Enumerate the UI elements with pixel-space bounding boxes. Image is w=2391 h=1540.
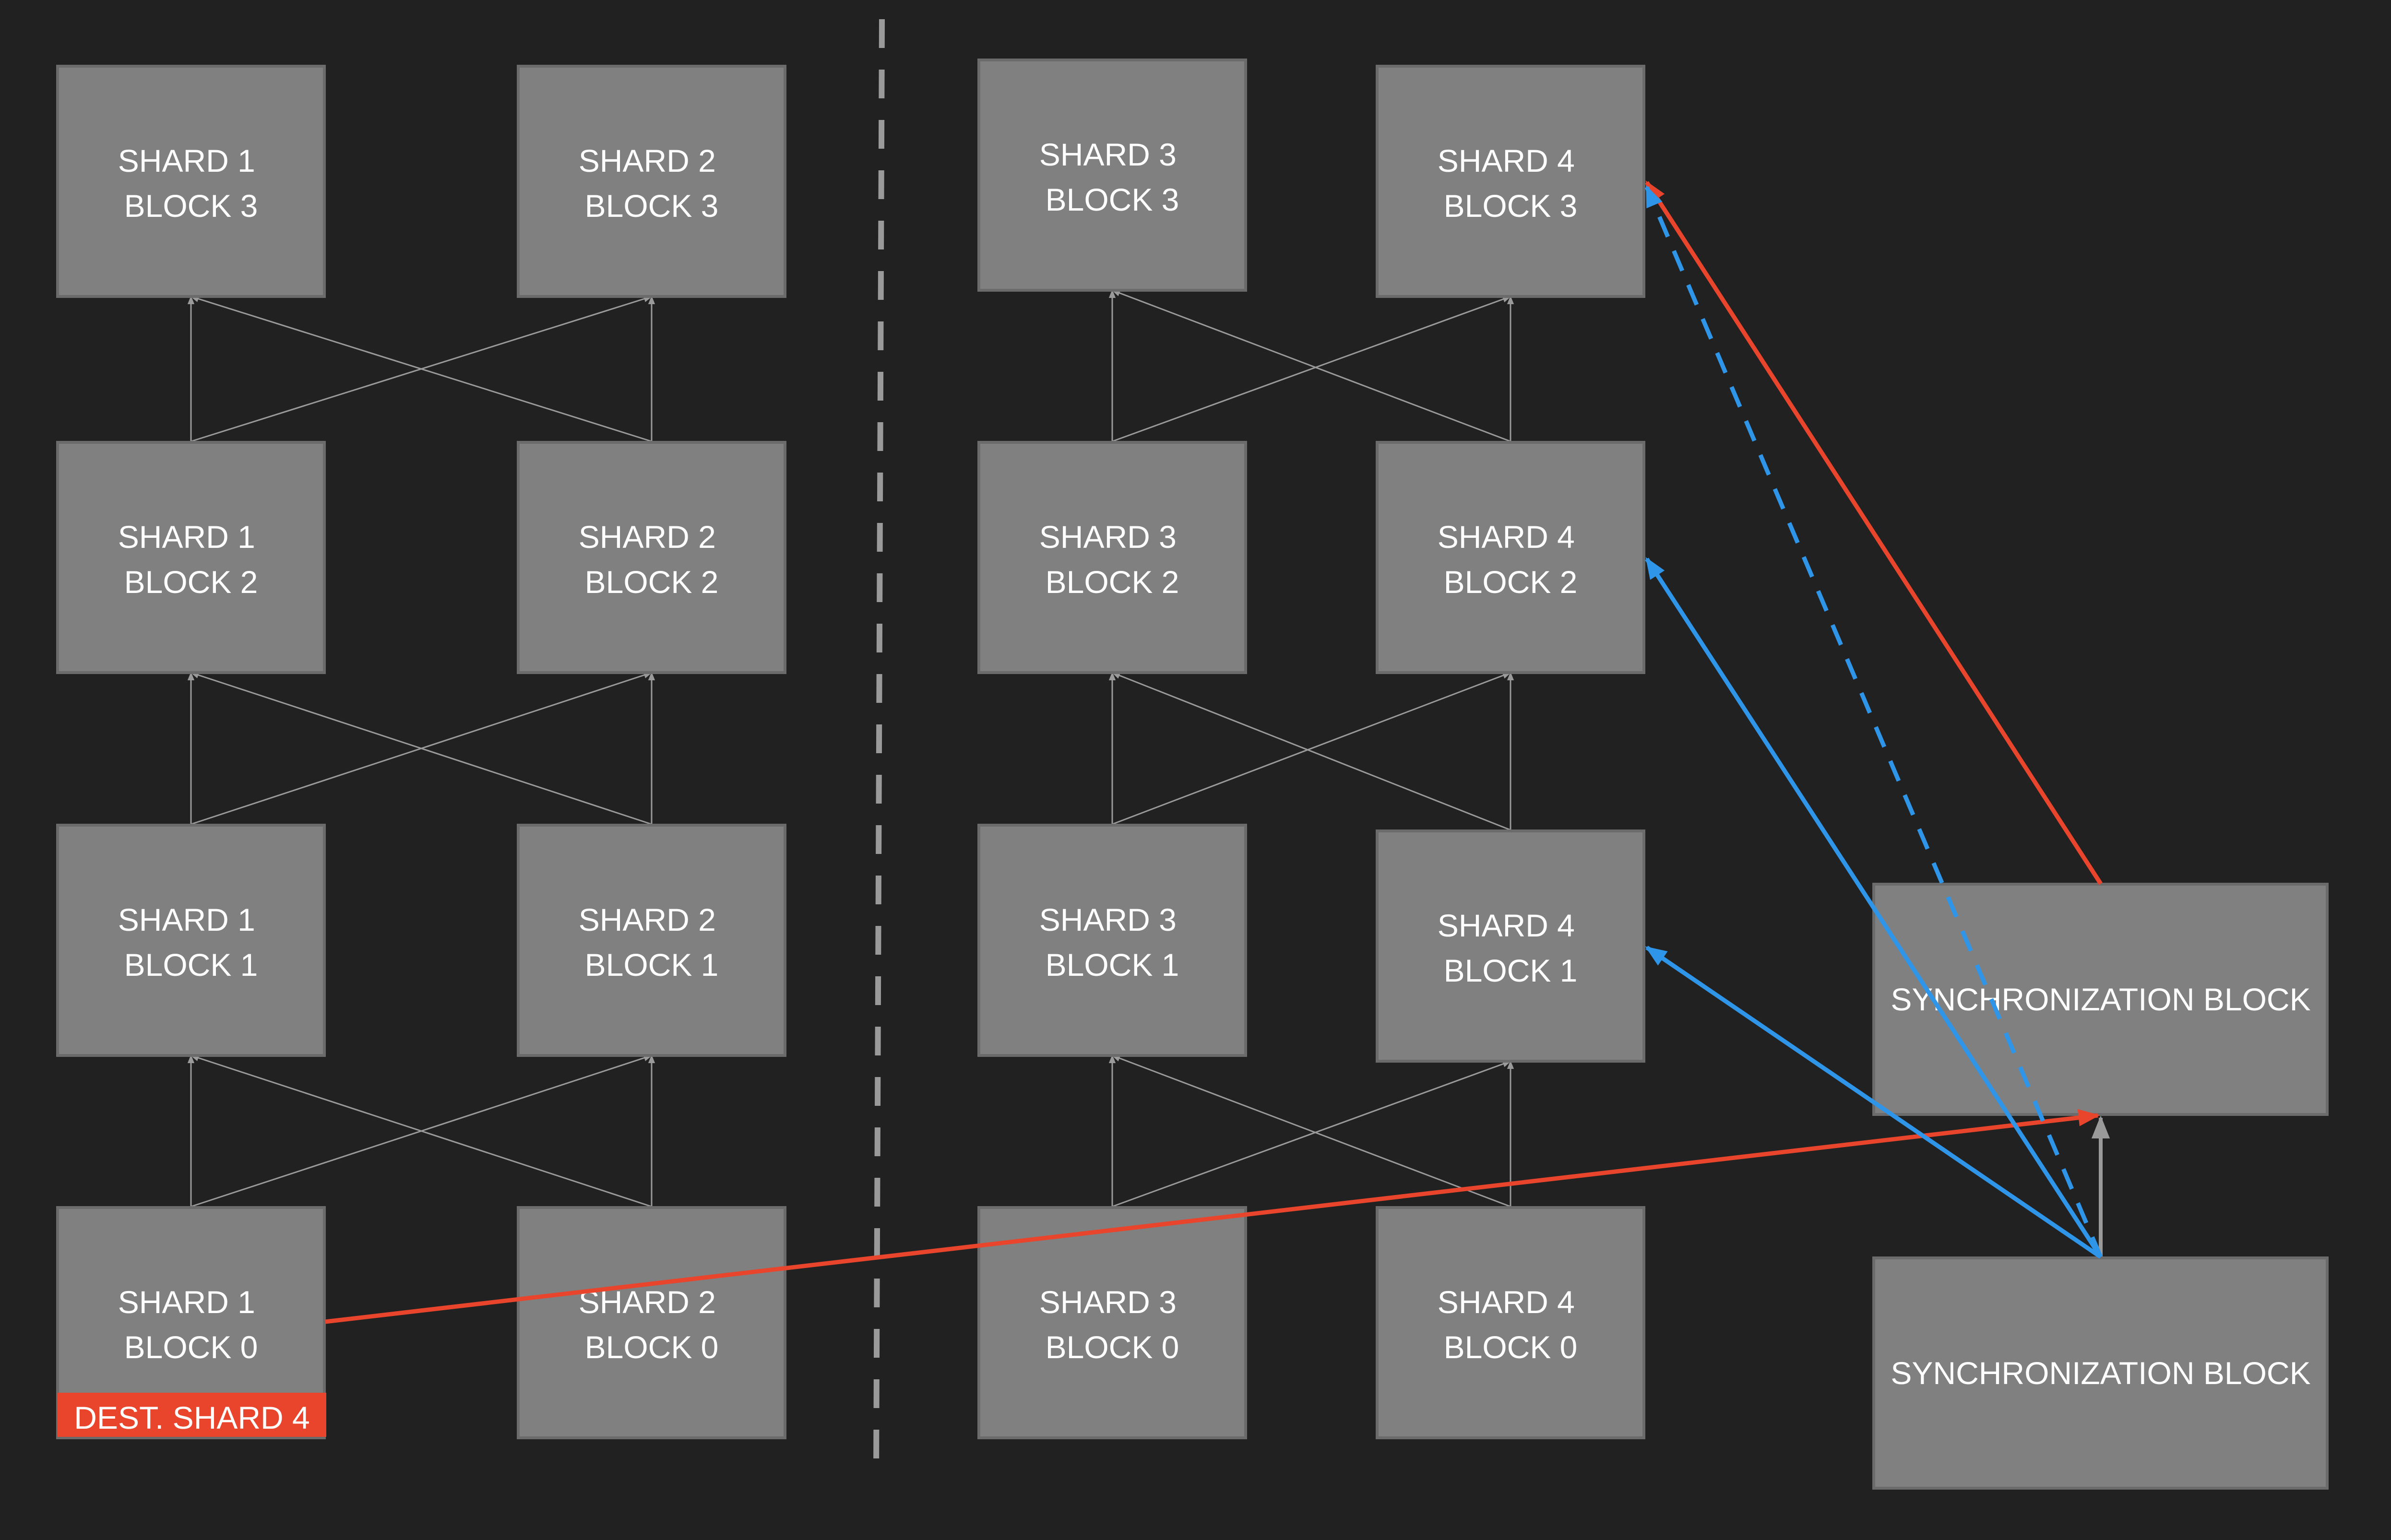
label-s3b0: SHARD 3 BLOCK 0 xyxy=(1039,1284,1185,1365)
block-s1b3 xyxy=(56,65,326,298)
label-s4b0-shard: SHARD 4 xyxy=(1438,1284,1575,1320)
label-s4b3-block: BLOCK 3 xyxy=(1444,188,1578,224)
label-s3b0-block: BLOCK 0 xyxy=(1046,1329,1179,1365)
block-s4b3 xyxy=(1376,65,1645,298)
label-s4b1-shard: SHARD 4 xyxy=(1438,908,1575,943)
block-s3b0 xyxy=(977,1206,1247,1439)
sync-block-upper xyxy=(1872,883,2329,1116)
block-s4b1 xyxy=(1376,829,1645,1063)
label-s3b1: SHARD 3 BLOCK 1 xyxy=(1039,902,1185,983)
block-links xyxy=(187,289,2110,1257)
label-s4b0: SHARD 4 BLOCK 0 xyxy=(1438,1284,1583,1365)
shard-group-divider xyxy=(873,19,885,1476)
arrow-sync-to-s4b3 xyxy=(1645,180,2103,885)
label-s1b2-shard: SHARD 1 xyxy=(118,519,255,555)
label-s4b2-block: BLOCK 2 xyxy=(1444,564,1578,600)
label-s2b0: SHARD 2 BLOCK 0 xyxy=(579,1284,725,1365)
label-sync-upper: SYNCHRONIZATION BLOCK xyxy=(1891,982,2310,1017)
link-s3b2-s4b3 xyxy=(1112,296,1511,442)
label-s2b0-block: BLOCK 0 xyxy=(585,1329,719,1365)
label-s3b1-block: BLOCK 1 xyxy=(1046,947,1179,983)
label-s3b3-shard: SHARD 3 xyxy=(1039,137,1177,172)
block-s2b0 xyxy=(517,1206,786,1439)
label-s1b3-shard: SHARD 1 xyxy=(118,143,255,178)
block-s4b0 xyxy=(1376,1206,1645,1439)
link-s3b1-s4b2 xyxy=(1112,672,1511,825)
label-s2b1-block: BLOCK 1 xyxy=(585,947,719,983)
block-s2b1 xyxy=(517,824,786,1057)
label-s4b2-shard: SHARD 4 xyxy=(1438,519,1575,555)
label-s1b2-block: BLOCK 2 xyxy=(124,564,258,600)
link-s4b1-s3b2 xyxy=(1111,672,1511,831)
link-s4b0-s3b1 xyxy=(1111,1054,1511,1208)
label-s1b0-block: BLOCK 0 xyxy=(124,1329,258,1365)
label-s2b1-shard: SHARD 2 xyxy=(579,902,716,937)
label-s3b2-shard: SHARD 3 xyxy=(1039,519,1177,555)
label-s4b0-block: BLOCK 0 xyxy=(1444,1329,1578,1365)
block-labels: SHARD 1 BLOCK 3 SHARD 2 BLOCK 3 SHARD 1 … xyxy=(118,137,2311,1391)
block-s1b1 xyxy=(56,824,326,1057)
label-s3b1-shard: SHARD 3 xyxy=(1039,902,1177,937)
block-s1b2 xyxy=(56,441,326,674)
label-s2b2: SHARD 2 BLOCK 2 xyxy=(579,519,725,600)
block-s2b2 xyxy=(517,441,786,674)
link-s2b2-s1b3 xyxy=(190,295,652,442)
shard-blocks xyxy=(56,59,2329,1490)
label-s2b3: SHARD 2 BLOCK 3 xyxy=(579,143,725,224)
label-s2b1: SHARD 2 BLOCK 1 xyxy=(579,902,725,983)
block-s3b2 xyxy=(977,441,1247,674)
label-sync-lower: SYNCHRONIZATION BLOCK xyxy=(1891,1355,2310,1391)
label-s1b3-block: BLOCK 3 xyxy=(124,188,258,224)
label-s4b2: SHARD 4 BLOCK 2 xyxy=(1438,519,1583,600)
arrow-cross-shard-to-sync xyxy=(325,1109,2100,1324)
label-s3b3-block: BLOCK 3 xyxy=(1046,182,1179,217)
label-s2b3-block: BLOCK 3 xyxy=(585,188,719,224)
arrow-sync-to-s4b2 xyxy=(1645,557,2103,1258)
label-s3b3: SHARD 3 BLOCK 3 xyxy=(1039,137,1185,217)
label-s1b0-shard: SHARD 1 xyxy=(118,1284,255,1320)
sync-arrows xyxy=(325,180,2103,1324)
link-s2b0-s1b1 xyxy=(190,1054,652,1208)
label-s4b1: SHARD 4 BLOCK 1 xyxy=(1438,908,1583,988)
label-s3b2: SHARD 3 BLOCK 2 xyxy=(1039,519,1185,600)
destination-tag-background xyxy=(58,1393,326,1437)
label-s2b3-shard: SHARD 2 xyxy=(579,143,716,178)
label-s1b1: SHARD 1 BLOCK 1 xyxy=(118,902,264,983)
link-s3b0-s4b1 xyxy=(1112,1060,1511,1208)
label-s2b2-block: BLOCK 2 xyxy=(585,564,719,600)
label-s3b0-shard: SHARD 3 xyxy=(1039,1284,1177,1320)
arrow-sync-to-s4b3-dashed xyxy=(1644,185,2103,1258)
label-s1b2: SHARD 1 BLOCK 2 xyxy=(118,519,264,600)
label-s1b3: SHARD 1 BLOCK 3 xyxy=(118,143,264,224)
link-s2b1-s1b2 xyxy=(190,672,652,825)
label-s4b3: SHARD 4 BLOCK 3 xyxy=(1438,143,1583,224)
label-s3b2-block: BLOCK 2 xyxy=(1046,564,1179,600)
label-s1b1-block: BLOCK 1 xyxy=(124,947,258,983)
block-s2b3 xyxy=(517,65,786,298)
sync-block-lower xyxy=(1872,1256,2329,1490)
label-s1b1-shard: SHARD 1 xyxy=(118,902,255,937)
arrow-sync-to-s4b1 xyxy=(1645,946,2102,1259)
block-s3b1 xyxy=(977,824,1247,1057)
label-s4b1-block: BLOCK 1 xyxy=(1444,953,1578,988)
destination-tag: DEST. SHARD 4 xyxy=(74,1400,309,1435)
block-s3b3 xyxy=(977,59,1247,292)
label-s4b3-shard: SHARD 4 xyxy=(1438,143,1575,178)
link-s4b2-s3b3 xyxy=(1111,289,1511,442)
label-s2b2-shard: SHARD 2 xyxy=(579,519,716,555)
block-s4b2 xyxy=(1376,441,1645,674)
label-s1b0: SHARD 1 BLOCK 0 xyxy=(118,1284,264,1365)
